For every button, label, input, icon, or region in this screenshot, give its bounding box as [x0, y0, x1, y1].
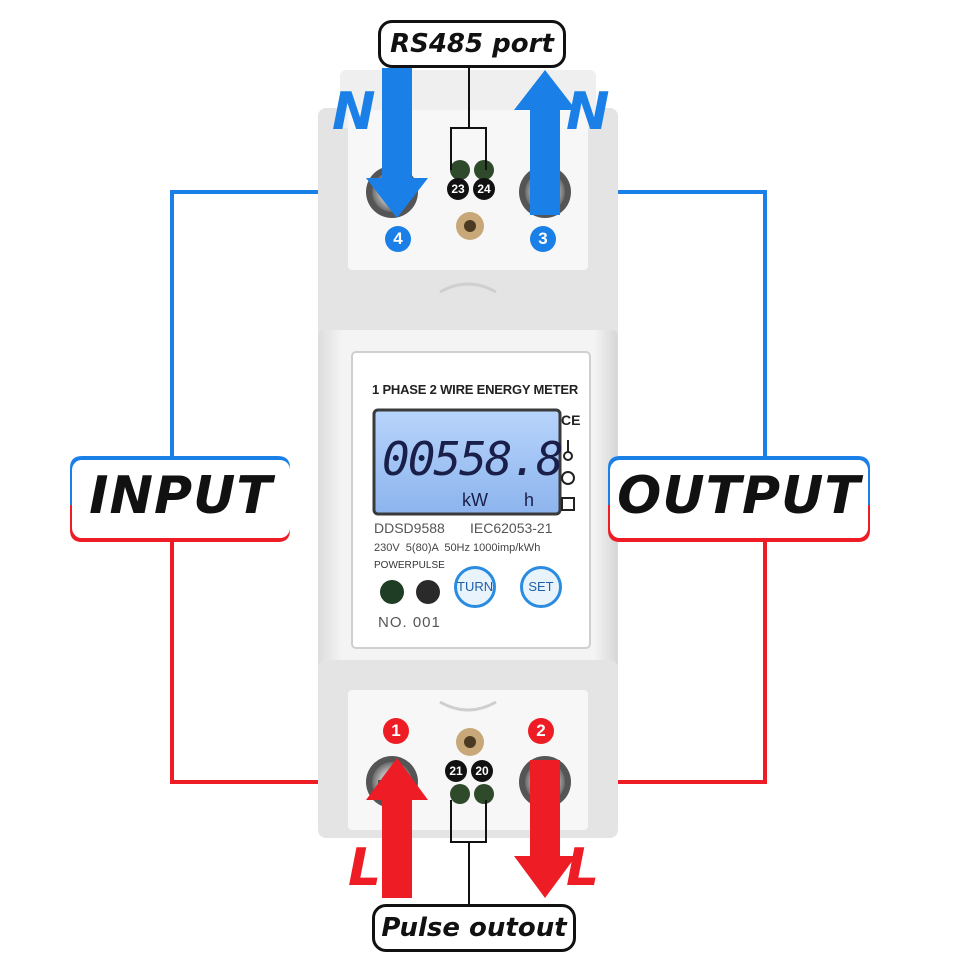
- terminal-1-badge: 1: [383, 718, 409, 744]
- rs485-port-label: RS485 port: [378, 20, 566, 68]
- terminal-3-badge: 3: [530, 226, 556, 252]
- turn-button[interactable]: TURN: [454, 566, 496, 608]
- unit-kw: kW: [462, 490, 488, 510]
- serial-number: NO. 001: [378, 614, 441, 631]
- comm-terminals: [450, 160, 494, 804]
- live-output-letter: L: [566, 838, 600, 898]
- meter-title: 1 PHASE 2 WIRE ENERGY METER: [372, 382, 579, 397]
- ce-mark: CE: [561, 412, 581, 428]
- model-number: DDSD9588: [374, 520, 445, 536]
- rating-specs: 230V 5(80)A 50Hz 1000imp/kWh: [374, 542, 541, 554]
- power-led: [380, 580, 404, 604]
- port-leaders: [450, 60, 487, 908]
- pulse-led-label: PULSE: [412, 560, 445, 571]
- neutral-output-letter: N: [566, 82, 610, 142]
- neutral-input-letter: N: [332, 82, 376, 142]
- output-label-text: OUTPUT: [617, 466, 861, 526]
- live-input-letter: L: [348, 838, 382, 898]
- terminal-4-badge: 4: [385, 226, 411, 252]
- terminal-2-badge: 2: [528, 718, 554, 744]
- pulse-led: [416, 580, 440, 604]
- pulse-output-label: Pulse outout: [372, 904, 576, 952]
- terminal-21-badge: 21: [445, 760, 467, 782]
- power-led-label: POWER: [374, 560, 412, 571]
- unit-h: h: [524, 490, 535, 510]
- input-label-text: INPUT: [89, 466, 273, 526]
- terminal-23-badge: 23: [447, 178, 469, 200]
- input-label: INPUT: [72, 460, 290, 538]
- energy-reading: 00558.8: [382, 432, 564, 486]
- side-marks: [561, 440, 575, 511]
- lcd-screen: [372, 408, 562, 516]
- terminal-24-badge: 24: [473, 178, 495, 200]
- arrows: [366, 68, 576, 898]
- output-label: OUTPUT: [610, 460, 868, 538]
- set-button[interactable]: SET: [520, 566, 562, 608]
- terminal-20-badge: 20: [471, 760, 493, 782]
- standard: IEC62053-21: [470, 520, 553, 536]
